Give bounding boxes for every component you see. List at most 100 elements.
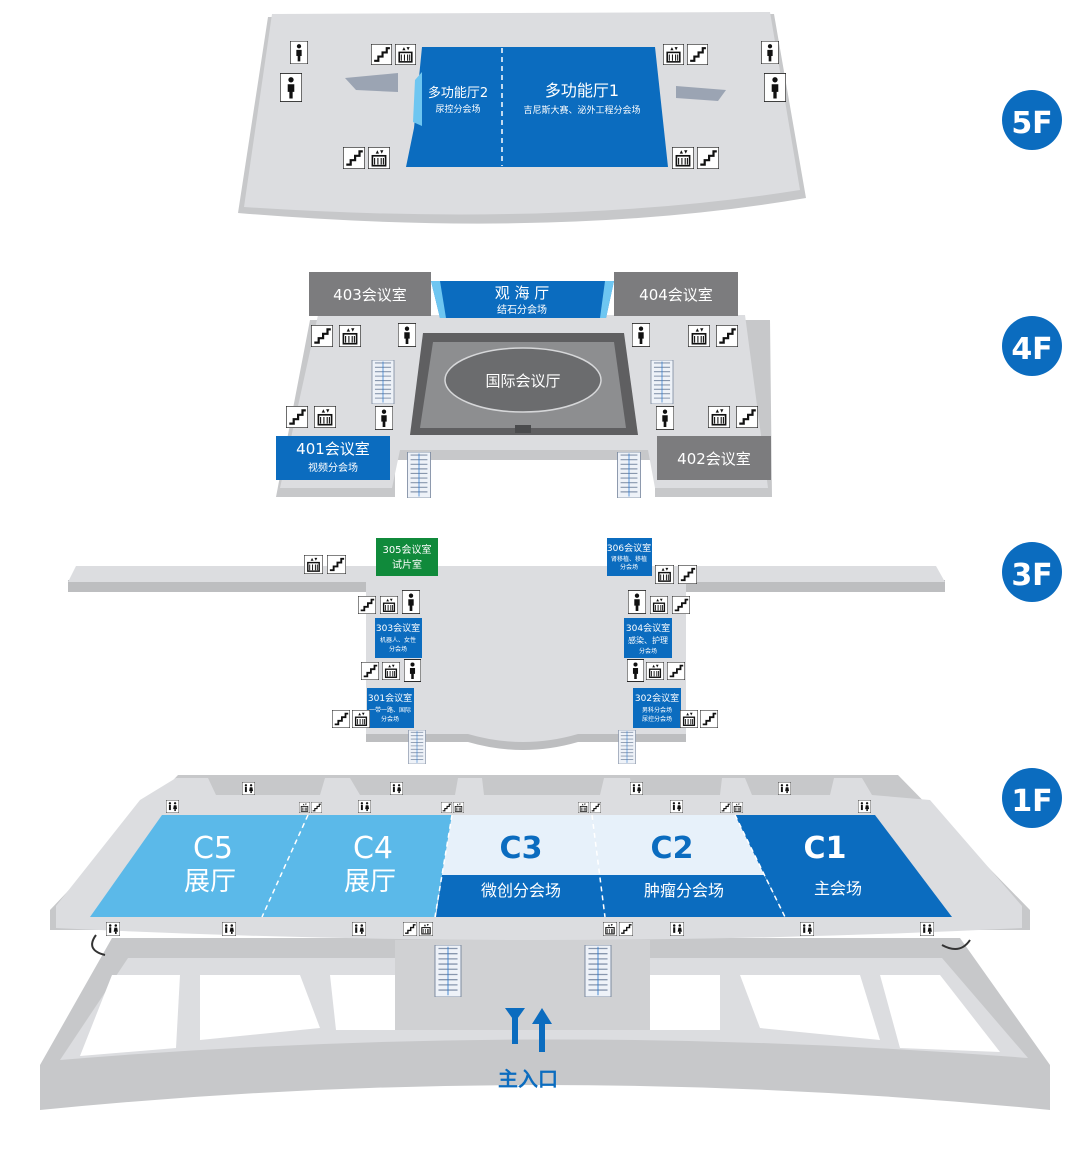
r403-name: 403会议室 (333, 286, 407, 304)
stairs-icon (441, 802, 452, 813)
elevator-icon (708, 406, 730, 428)
r302-sub1: 男科分会场 (642, 706, 672, 714)
arrow-up-icon (532, 1008, 552, 1052)
c5-hall[interactable] (90, 815, 308, 917)
c2-band[interactable] (598, 875, 785, 917)
stairs-icon (403, 922, 417, 936)
elevator-icon (395, 44, 416, 65)
hall-divider (261, 814, 309, 918)
escalator-icon[interactable] (406, 452, 432, 498)
r304-room[interactable] (624, 618, 672, 658)
stairs-icon (720, 802, 731, 813)
floor-3f: 305会议室 试片室 306会议室 肾移植、移植 分会场 303会议室 机器人、… (68, 538, 945, 764)
restroom-icon (778, 782, 791, 795)
stairs-icon (371, 44, 392, 65)
elevator-icon (368, 147, 390, 169)
stairs-icon (311, 325, 333, 347)
floor-badge-1f[interactable]: 1F (1002, 768, 1062, 828)
elevator-icon (680, 710, 698, 728)
r401-room[interactable] (276, 436, 390, 480)
elevator-icon (663, 44, 684, 65)
restroom-icon (670, 922, 684, 936)
elevator-icon (650, 596, 668, 614)
floor-badge-4f-label: 4F (1011, 332, 1052, 367)
stairs-icon (667, 662, 685, 680)
r303-sub2: 分会场 (389, 645, 407, 653)
r402-room[interactable] (657, 436, 771, 480)
plaza-island (80, 975, 180, 1056)
stairs-icon (311, 802, 322, 813)
r301-sub1: 一带一路、国际 (369, 706, 411, 714)
intl-hall-stage[interactable] (444, 347, 602, 413)
r301-room[interactable] (367, 688, 414, 728)
floor-badge-5f[interactable]: 5F (1002, 90, 1062, 150)
r306-room[interactable] (607, 538, 652, 576)
escalator-icon[interactable] (345, 73, 398, 92)
escalator-icon[interactable] (617, 730, 637, 764)
restroom-icon (242, 782, 255, 795)
r302-sub2: 尿控分会场 (642, 715, 672, 723)
c4-hall[interactable] (262, 815, 452, 917)
restroom-icon (166, 800, 179, 813)
r403-room[interactable] (309, 272, 431, 316)
r305-room[interactable] (376, 538, 438, 576)
escalator-icon (941, 939, 971, 950)
r401-sub: 视频分会场 (308, 461, 358, 474)
c1-code: C1 (804, 831, 847, 866)
guanhai-edge (600, 281, 614, 318)
elevator-icon (672, 147, 694, 169)
elevator-icon (603, 922, 617, 936)
hall2-room[interactable] (406, 47, 500, 167)
r301-sub2: 分会场 (381, 715, 399, 723)
r306-name: 306会议室 (607, 542, 651, 554)
r404-room[interactable] (614, 272, 738, 316)
r401-name: 401会议室 (296, 440, 370, 458)
hall1-room[interactable] (500, 47, 668, 167)
restroom-icon (632, 323, 650, 347)
r303-room[interactable] (375, 618, 422, 658)
c5-label: 展厅 (184, 867, 236, 897)
r402-name: 402会议室 (677, 450, 751, 468)
restroom-icon (358, 800, 371, 813)
floor-badge-5f-label: 5F (1011, 106, 1052, 141)
floor-badge-4f[interactable]: 4F (1002, 316, 1062, 376)
elevator-icon (646, 662, 664, 680)
escalator-icon[interactable] (676, 86, 726, 101)
restroom-icon (764, 73, 786, 102)
guanhai-room[interactable] (431, 281, 614, 318)
elevator-icon (688, 325, 710, 347)
escalator-icon[interactable] (649, 360, 675, 404)
escalator-icon[interactable] (434, 945, 462, 997)
elevator-icon (382, 662, 400, 680)
hall-divider (591, 814, 606, 918)
elevator-icon (732, 802, 743, 813)
plaza-island (330, 975, 400, 1030)
stairs-icon (619, 922, 633, 936)
floor-badge-3f[interactable]: 3F (1002, 542, 1062, 602)
elevator-icon (352, 710, 370, 728)
hall2-entrance (413, 72, 422, 126)
stairs-icon (361, 662, 379, 680)
escalator-icon[interactable] (370, 360, 396, 404)
floor-4f: 403会议室 404会议室 观 海 厅 结石分会场 国际会议厅 401会议室 视… (276, 272, 772, 498)
escalator-icon[interactable] (584, 945, 612, 997)
restroom-icon (670, 800, 683, 813)
escalator-icon[interactable] (616, 452, 642, 498)
escalator-icon[interactable] (407, 730, 427, 764)
guanhai-sub: 结石分会场 (497, 303, 547, 316)
elevator-icon (419, 922, 433, 936)
stairs-icon (286, 406, 308, 428)
stairs-icon (716, 325, 738, 347)
hall1-sub: 吉尼斯大赛、泌外工程分会场 (523, 104, 640, 116)
restroom-icon (630, 782, 643, 795)
c1-hall[interactable] (735, 815, 952, 917)
c3-band[interactable] (436, 875, 605, 917)
r302-room[interactable] (633, 688, 681, 728)
restroom-icon (800, 922, 814, 936)
restroom-icon (628, 590, 646, 614)
r303-sub1: 机器人、女性 (380, 636, 416, 644)
elevator-icon (655, 565, 674, 584)
guanhai-name: 观 海 厅 (495, 284, 550, 302)
stairs-icon (327, 555, 346, 574)
